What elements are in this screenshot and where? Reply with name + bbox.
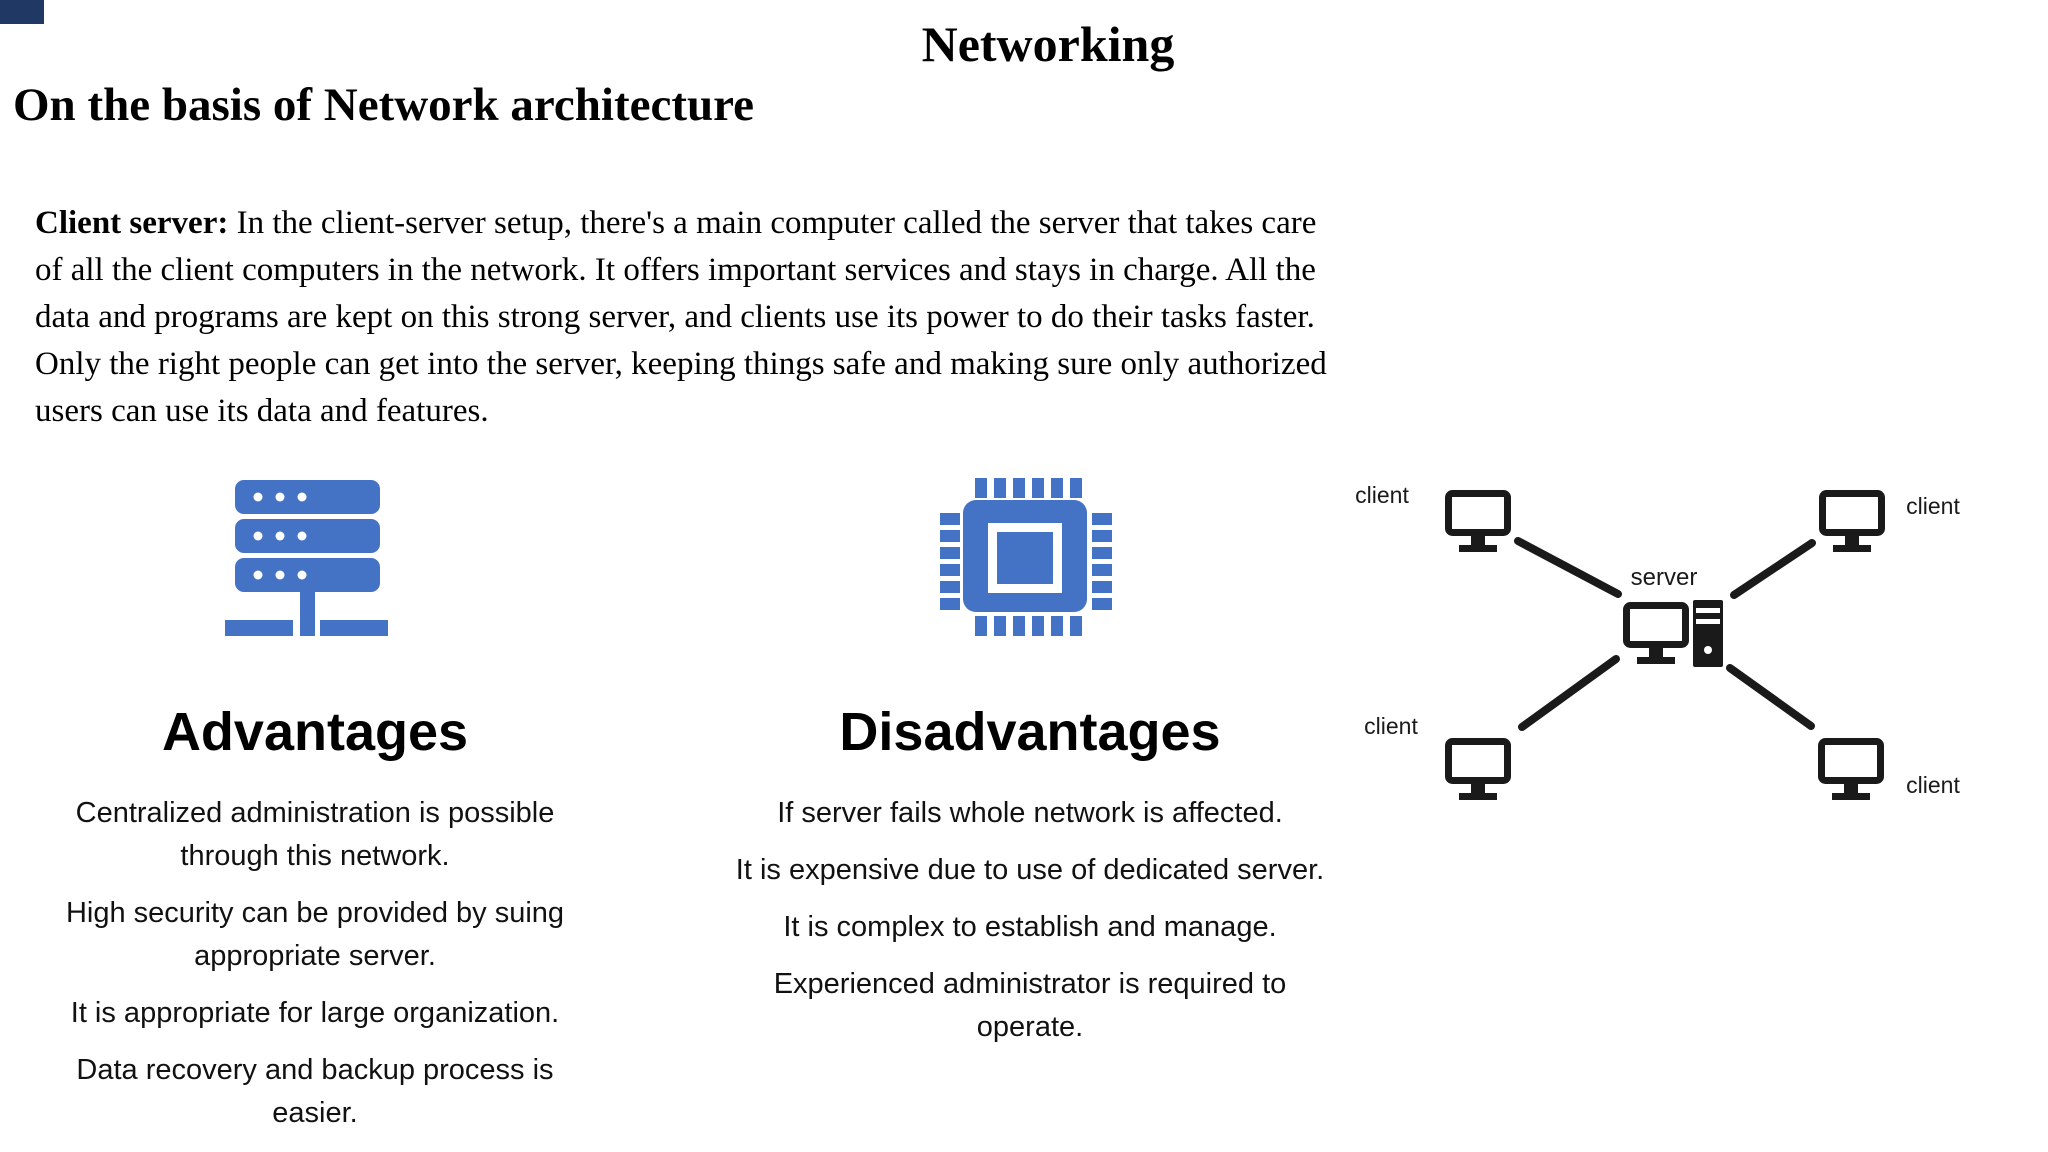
- intro-lead-bold: Client server:: [35, 205, 229, 241]
- advantage-item: Data recovery and backup process is easi…: [76, 1054, 554, 1129]
- intro-line: Client server: In the client-server setu…: [35, 205, 1317, 241]
- link-bottomright: [1726, 664, 1815, 730]
- disadvantage-item: If server fails whole network is affecte…: [777, 797, 1283, 829]
- client-label-topright: client: [1906, 493, 1960, 519]
- advantages-heading: Advantages: [161, 702, 469, 762]
- server-label: server: [1631, 564, 1698, 591]
- disadvantage-item: It is expensive due to use of dedicated …: [735, 854, 1325, 886]
- advantage-item: It is appropriate for large organization…: [70, 997, 560, 1029]
- client-monitor-icon-bottomright: [1822, 742, 1881, 801]
- intro-line: data and programs are kept on this stron…: [35, 299, 1315, 335]
- computer-tower-icon: [1693, 600, 1723, 667]
- client-server-diagram: client client client client server: [1355, 482, 1960, 820]
- intro-line: of all the client computers in the netwo…: [35, 252, 1316, 288]
- disadvantage-item: It is complex to establish and manage.: [783, 911, 1277, 943]
- client-label-topleft: client: [1355, 482, 1409, 508]
- client-label-bottomleft: client: [1364, 713, 1418, 739]
- connection-lines: [1514, 537, 1816, 731]
- disadvantages-heading: Disadvantages: [839, 702, 1221, 762]
- server-rack-icon: [225, 480, 388, 636]
- disadvantage-item: Experienced administrator is required to…: [773, 968, 1287, 1043]
- corner-accent: [0, 0, 44, 24]
- cpu-chip-icon: [940, 478, 1112, 636]
- server-monitor-icon: [1627, 606, 1686, 665]
- link-topright: [1730, 539, 1816, 599]
- client-monitor-icon-topleft: [1449, 494, 1508, 553]
- intro-line: users can use its data and features.: [35, 393, 489, 429]
- advantages-list: Centralized administration is possible t…: [40, 792, 590, 1149]
- section-heading: On the basis of Network architecture: [13, 79, 755, 131]
- client-label-bottomright: client: [1906, 772, 1960, 798]
- link-bottomleft: [1518, 655, 1620, 731]
- intro-line: Only the right people can get into the s…: [35, 346, 1327, 382]
- disadvantages-list: If server fails whole network is affecte…: [730, 792, 1330, 1063]
- client-monitor-icon-bottomleft: [1449, 742, 1508, 801]
- intro-paragraph: Client server: In the client-server setu…: [35, 200, 1955, 435]
- client-monitor-icon-topright: [1823, 494, 1882, 553]
- advantage-item: Centralized administration is possible t…: [75, 797, 555, 872]
- page-title: Networking: [921, 16, 1175, 72]
- link-topleft: [1514, 537, 1622, 598]
- advantage-item: High security can be provided by suing a…: [65, 897, 565, 972]
